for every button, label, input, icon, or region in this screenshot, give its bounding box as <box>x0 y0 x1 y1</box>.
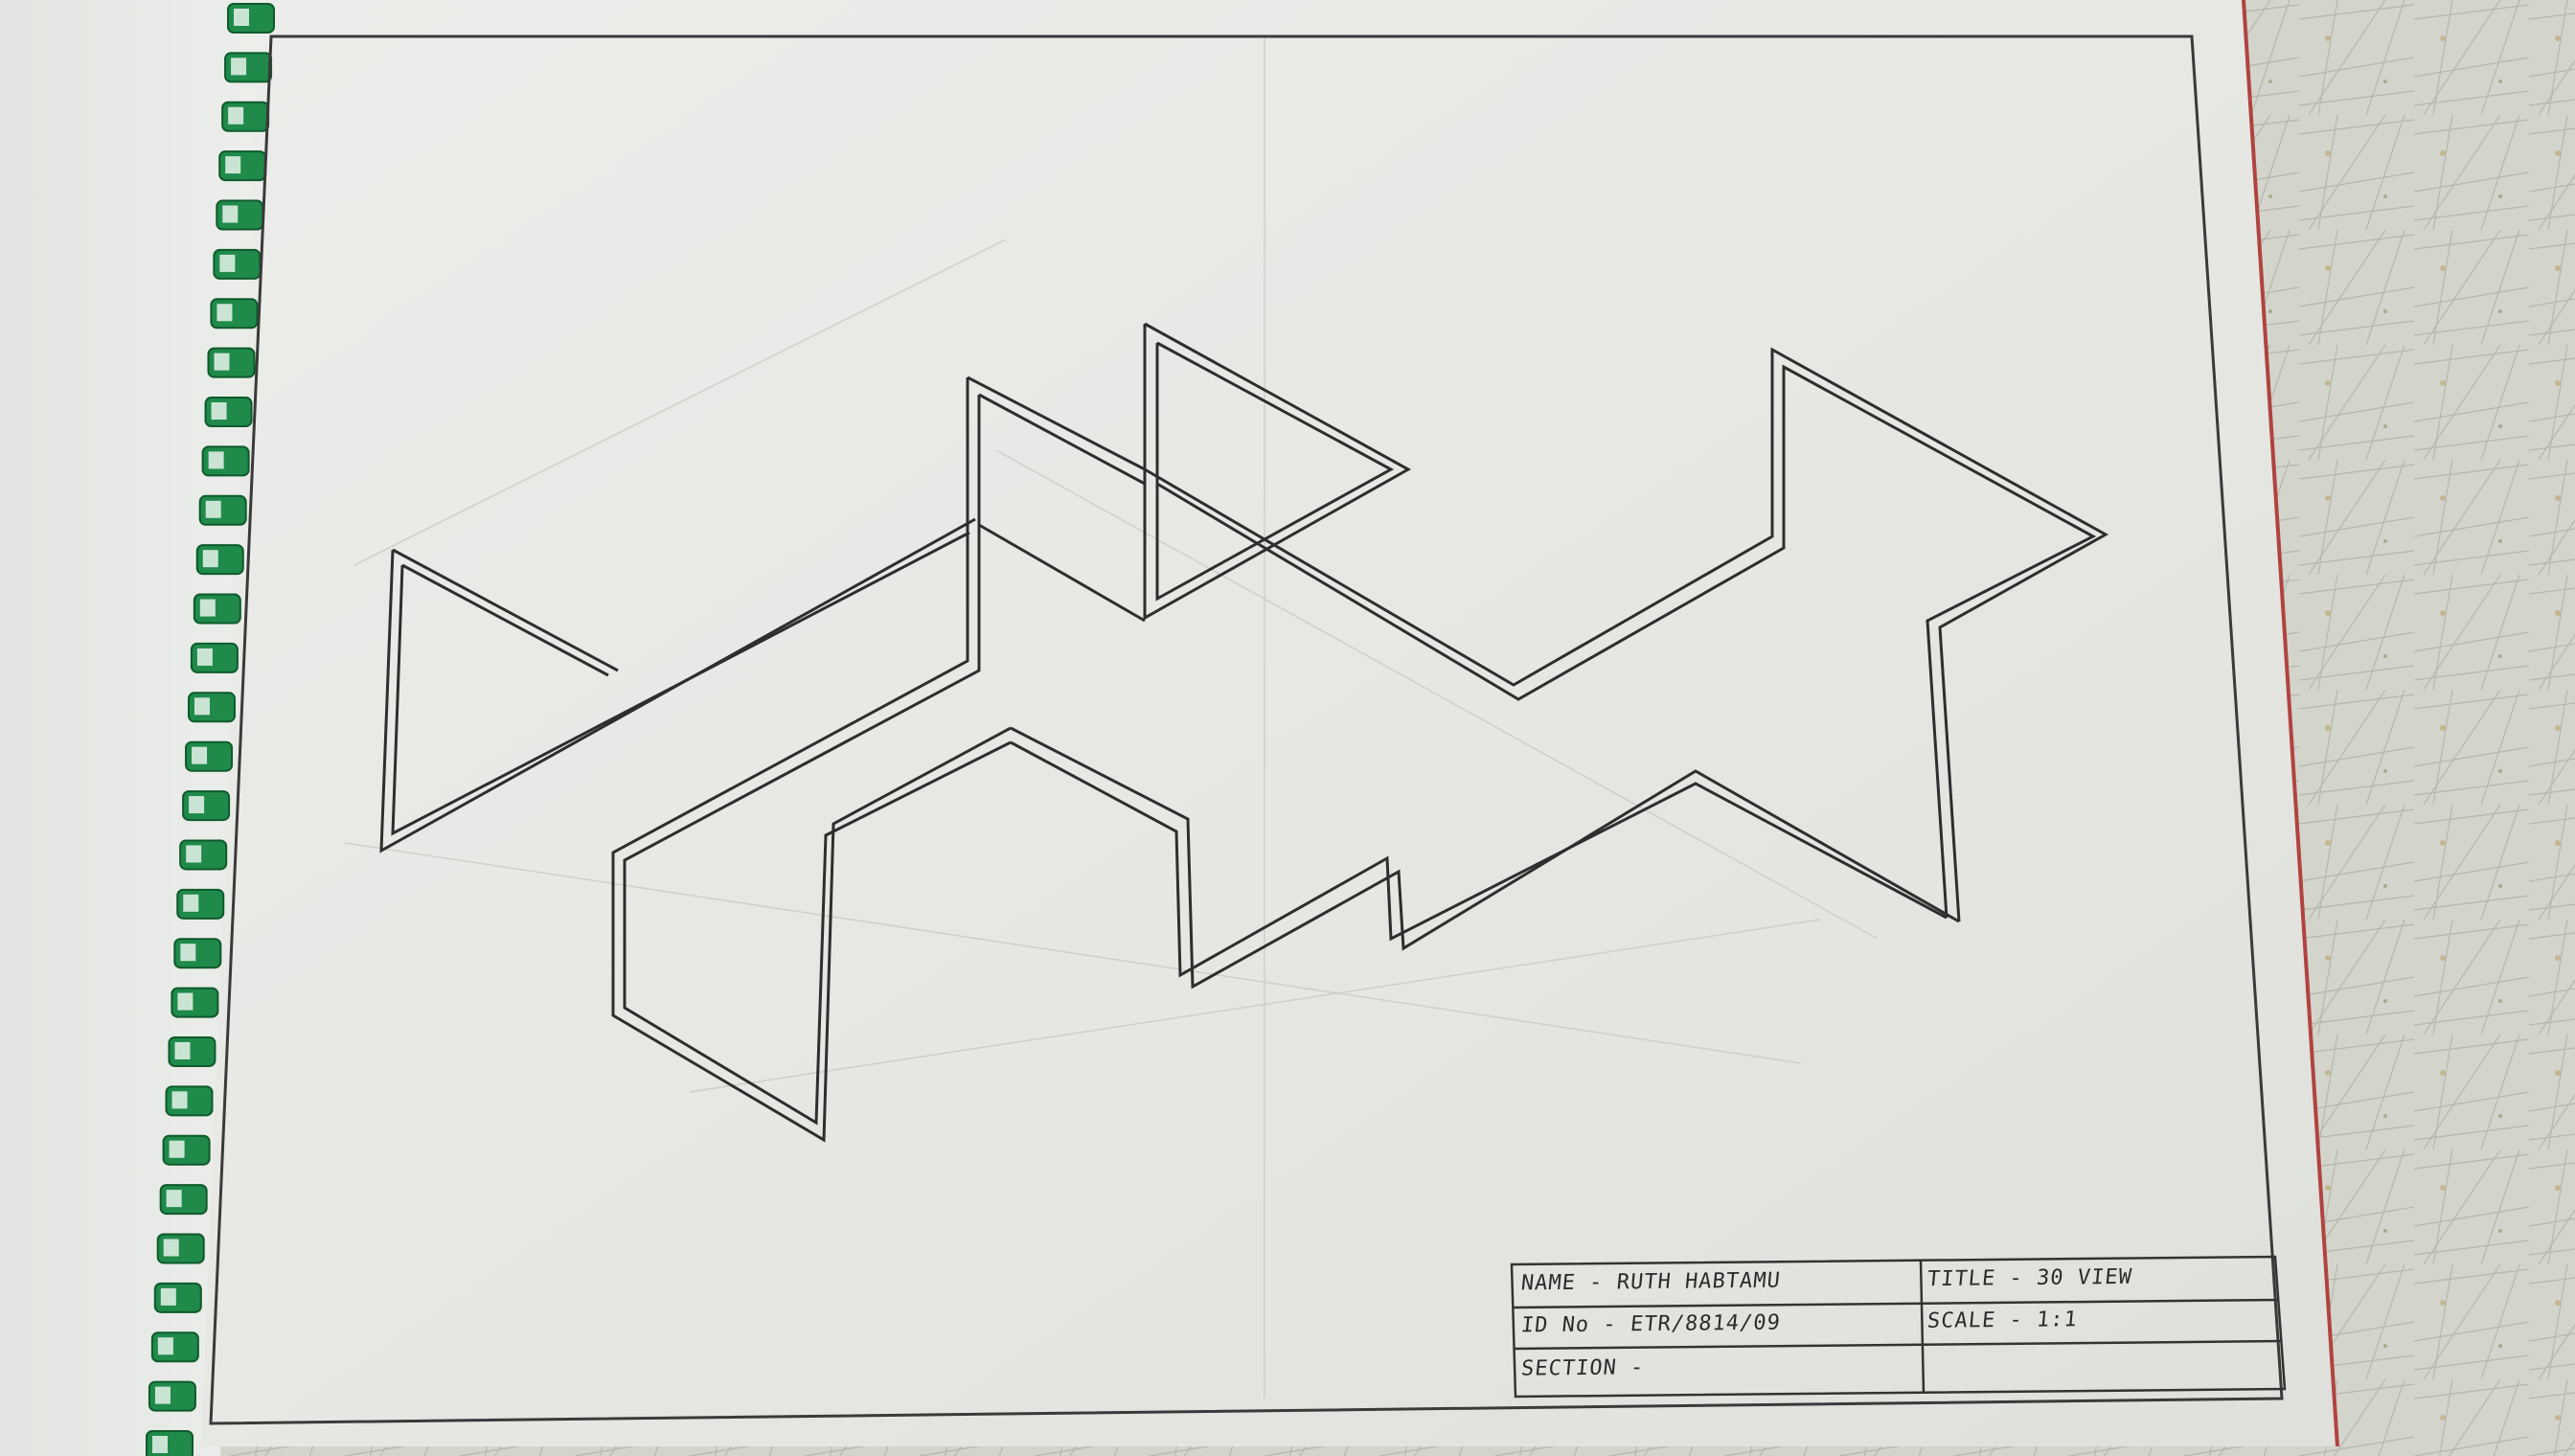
binding-ring-highlight <box>231 57 247 76</box>
binding-ring-highlight <box>194 697 210 716</box>
binding-ring-highlight <box>189 796 205 814</box>
title-field: TITLE - 30 VIEW <box>1926 1264 2133 1292</box>
binding-ring-highlight <box>199 599 216 617</box>
binding-ring-highlight <box>219 254 236 272</box>
binding-ring-highlight <box>222 205 239 223</box>
binding-ring-highlight <box>157 1337 173 1355</box>
binding-ring-highlight <box>169 1140 185 1158</box>
section-field: SECTION - <box>1519 1355 1646 1381</box>
binding-ring-highlight <box>192 746 208 764</box>
binding-ring-highlight <box>228 106 244 125</box>
binding-ring-highlight <box>183 894 199 912</box>
binding-ring-highlight <box>211 402 227 421</box>
binding-ring-highlight <box>205 500 221 518</box>
binding-ring-highlight <box>166 1190 182 1208</box>
binding-ring-highlight <box>186 845 202 863</box>
binding-ring-highlight <box>163 1239 179 1257</box>
binding-ring-highlight <box>202 550 218 568</box>
binding-ring-highlight <box>152 1436 168 1453</box>
binding-ring-highlight <box>234 9 249 26</box>
id-number-field: ID No - ETR/8814/09 <box>1519 1310 1782 1338</box>
binding-ring-highlight <box>216 304 233 322</box>
drawing-sheet <box>201 0 2337 1446</box>
binding-ring-highlight <box>177 992 194 1011</box>
name-field: NAME - RUTH HABTAMU <box>1519 1268 1782 1296</box>
binding-ring-highlight <box>154 1386 171 1404</box>
binding-ring-highlight <box>225 156 241 174</box>
binding-ring-highlight <box>196 648 213 666</box>
binding-ring-highlight <box>214 353 230 371</box>
binding-ring-highlight <box>160 1287 176 1306</box>
sheet-red-edge <box>2242 0 2339 1447</box>
title-block <box>1510 1255 2287 1399</box>
binding-ring-highlight <box>174 1041 191 1059</box>
binding-ring-highlight <box>171 1091 188 1109</box>
isometric-shape <box>379 322 2109 1143</box>
binding-ring-highlight <box>180 944 196 962</box>
border-frame <box>209 34 2284 1425</box>
construction-lines <box>344 38 1879 1399</box>
binding-ring-highlight <box>208 451 224 469</box>
scale-field: SCALE - 1:1 <box>1926 1308 2079 1333</box>
spiral-binding <box>146 3 275 1456</box>
